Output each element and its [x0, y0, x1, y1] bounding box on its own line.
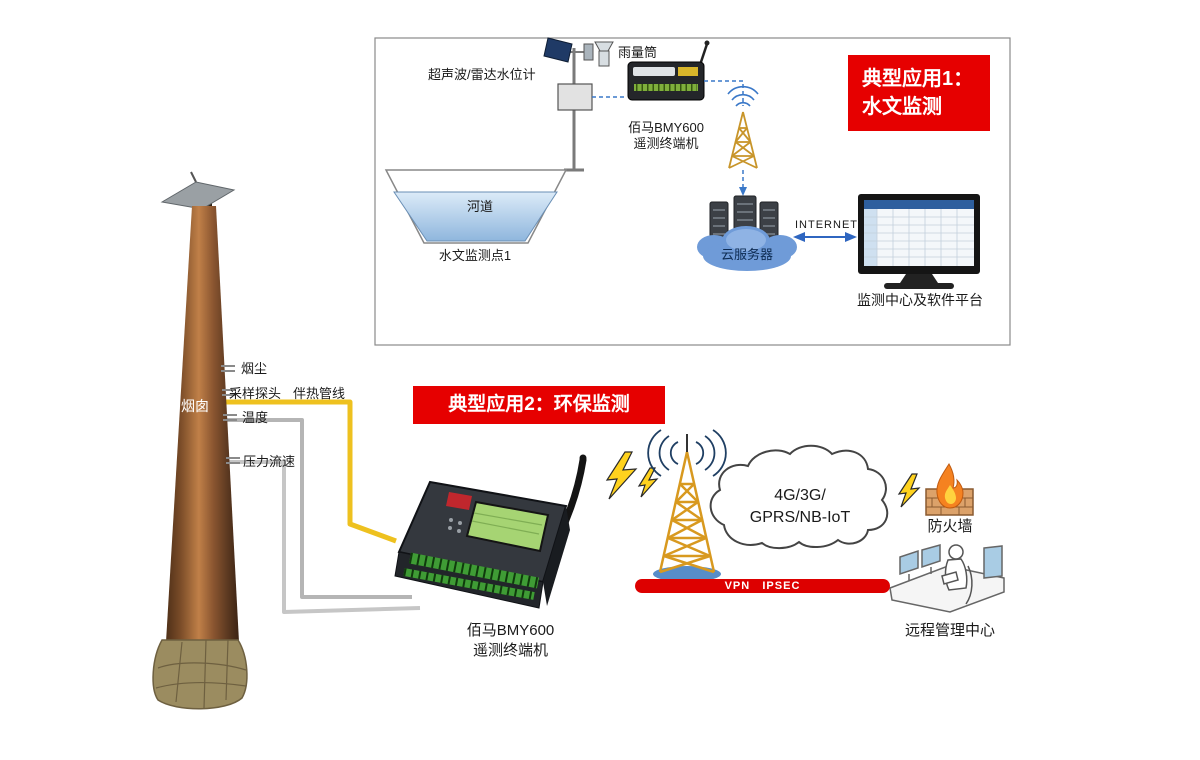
internet-arrow-icon — [793, 232, 857, 242]
sensor-tap-ticks — [221, 365, 240, 464]
sensor-pipelines — [224, 399, 421, 614]
sampling-probe-label: 采样探头 — [229, 386, 282, 401]
app1-title-line1: 典型应用1： — [862, 68, 974, 90]
cloud-server-label: 云服务器 — [720, 247, 773, 262]
water-level-station-icon — [543, 37, 594, 172]
monitor-icon — [858, 194, 980, 289]
temperature-label: 温度 — [242, 410, 269, 425]
app1-title-badge: 典型应用1： 水文监测 — [848, 55, 990, 131]
app1-device-name: 佰马BMY600 — [628, 120, 704, 135]
dashed-link-lines — [592, 80, 744, 188]
app2-device-label: 佰马BMY600 遥测终端机 — [438, 621, 583, 661]
wifi-arcs-icon — [727, 85, 759, 107]
control-desk-icon — [889, 544, 1005, 613]
bmy600-large-icon — [394, 454, 587, 609]
app2-device-name: 佰马BMY600 — [466, 622, 555, 639]
river-label: 河道 — [466, 199, 493, 214]
cloud-server-icon — [697, 195, 797, 271]
network-cloud-label: 4G/3G/ GPRS/NB-IoT — [730, 485, 870, 529]
remote-center-label: 远程管理中心 — [904, 622, 995, 639]
chimney-base-stones — [152, 639, 248, 710]
firewall-label: 防火墙 — [927, 518, 973, 535]
app2-device-type: 遥测终端机 — [472, 642, 548, 659]
monitor-site-label: 水文监测点1 — [438, 248, 512, 263]
lightning-icon — [897, 473, 921, 508]
signal-tower-small-icon — [728, 111, 758, 169]
heated-line-label: 伴热管线 — [293, 386, 346, 401]
radio-wave-arcs — [647, 429, 727, 477]
person-icon — [948, 544, 964, 560]
network-cloud-shape — [709, 444, 889, 550]
network-line2: GPRS/NB-IoT — [749, 509, 851, 526]
down-arrow-icon — [739, 187, 747, 196]
cloud-highlight — [726, 229, 766, 251]
signal-tower-icon — [647, 429, 727, 582]
internet-label: INTERNET — [795, 219, 858, 231]
network-line1: 4G/3G/ — [774, 487, 826, 504]
vpn-ipsec-bar: VPN IPSEC — [635, 579, 890, 593]
rain-gauge-icon — [594, 41, 614, 67]
rain-gauge-label: 雨量筒 — [618, 45, 658, 60]
pressure-flow-label: 压力流速 — [243, 454, 296, 469]
chimney-label: 烟囱 — [181, 398, 209, 414]
smoke-dust-label: 烟尘 — [241, 361, 268, 376]
bmy600-small-icon — [627, 40, 710, 101]
firewall-icon — [897, 463, 974, 516]
app1-device-label: 佰马BMY600 遥测终端机 — [616, 120, 716, 153]
app2-title-badge: 典型应用2：环保监测 — [413, 386, 665, 424]
river-channel-shape — [384, 169, 568, 244]
app1-title-line2: 水文监测 — [862, 96, 942, 118]
app1-device-type: 遥测终端机 — [633, 136, 699, 152]
water-level-meter-label: 超声波/雷达水位计 — [428, 67, 536, 82]
monitor-center-label: 监测中心及软件平台 — [857, 292, 983, 308]
chimney-icon — [152, 171, 248, 710]
